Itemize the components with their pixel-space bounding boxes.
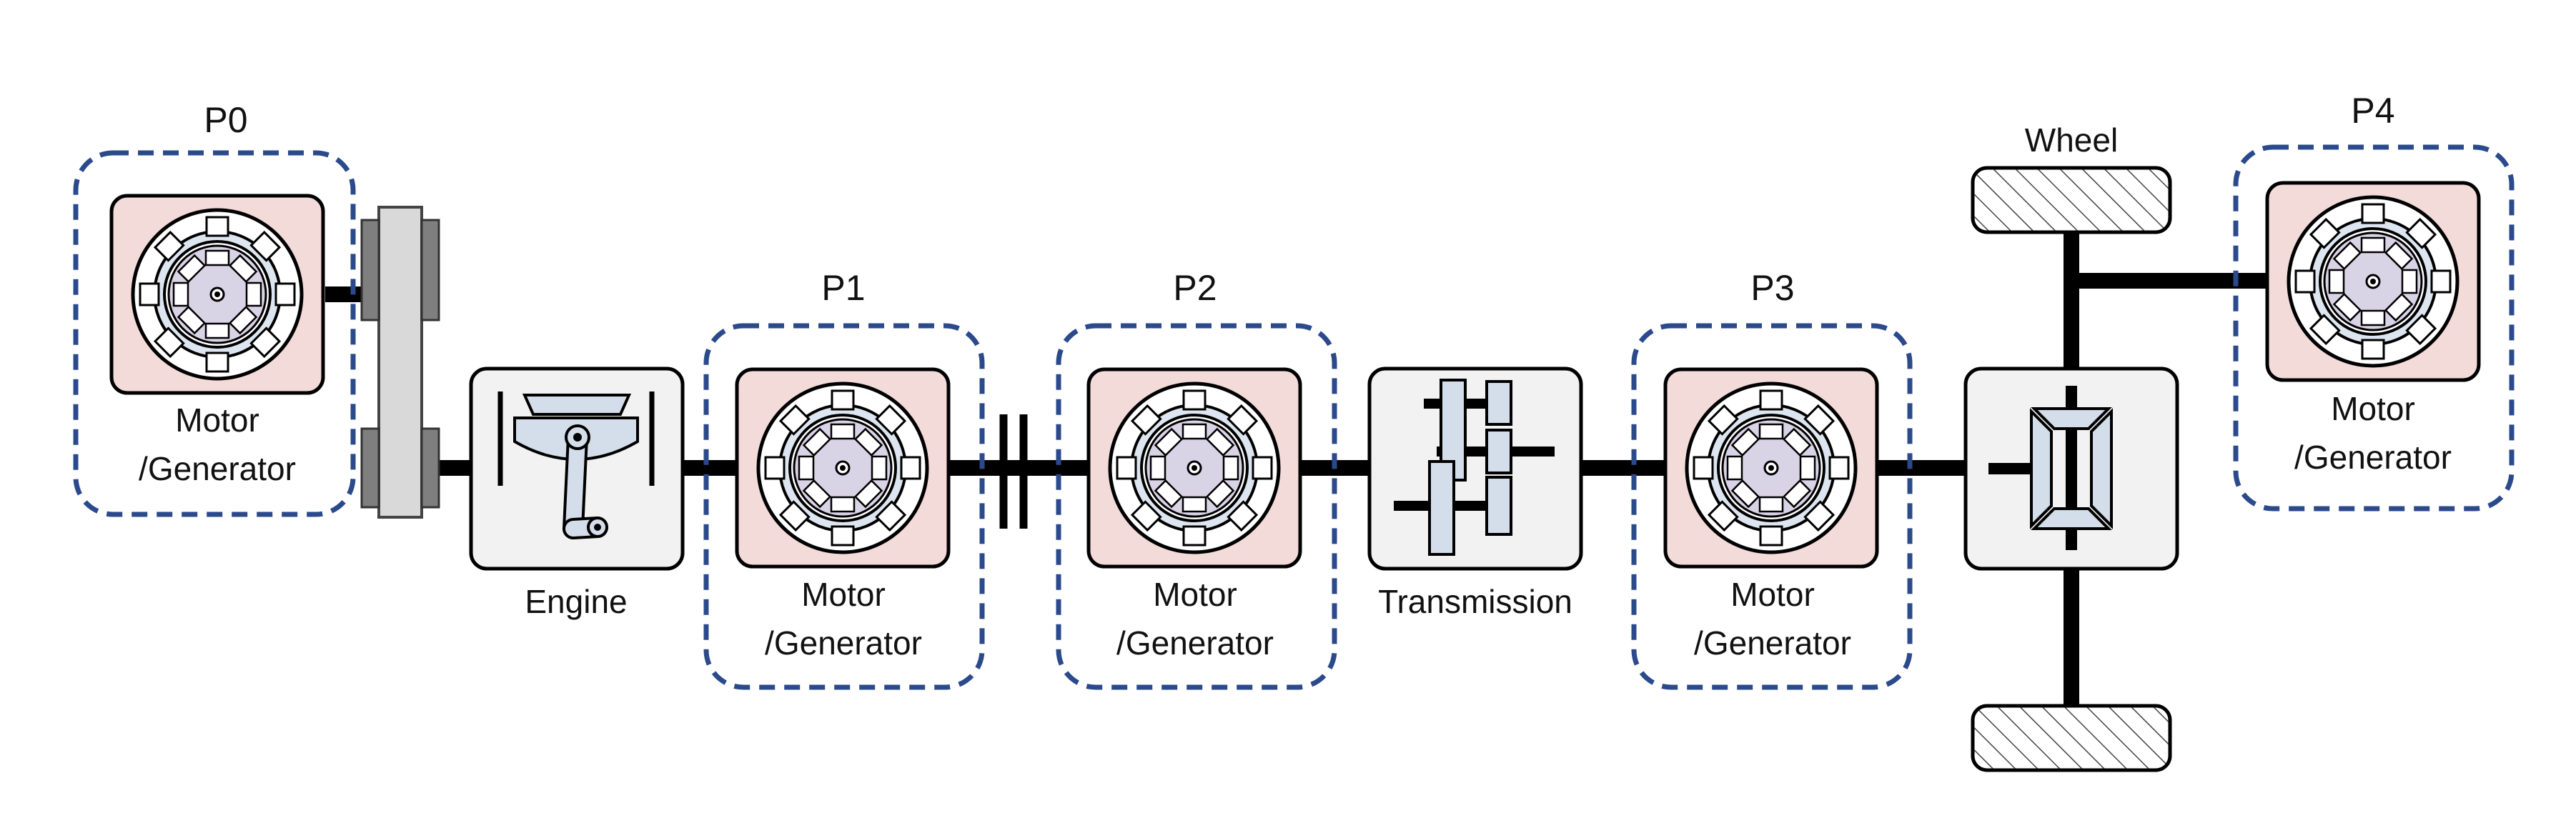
- p4-label: P4: [2351, 91, 2394, 131]
- p3-motor-label-line2: /Generator: [1694, 624, 1851, 662]
- position-frames: [73, 144, 2515, 690]
- transmission-label: Transmission: [1378, 583, 1572, 620]
- engine-label: Engine: [525, 583, 627, 620]
- clutch-icon: [999, 414, 1028, 529]
- p2-motor-label-line1: Motor: [1153, 576, 1237, 613]
- p4-frame: [2233, 144, 2515, 512]
- belt-pulley-icon: [360, 206, 440, 519]
- p0-label: P0: [204, 100, 247, 140]
- p1-motor-label-line1: Motor: [801, 576, 886, 613]
- p4-motor-label-line2: /Generator: [2294, 439, 2452, 476]
- p3-motor-label-line1: Motor: [1730, 576, 1815, 613]
- p4-motor-label-line1: Motor: [2331, 390, 2415, 427]
- transmission-gears-icon: [1367, 366, 1583, 571]
- p4-motor-generator-icon: [2267, 183, 2479, 380]
- p1-frame: [703, 323, 985, 690]
- p3-label: P3: [1750, 268, 1794, 308]
- p2-frame: [1056, 323, 1337, 690]
- labels: P0 P1 P2 P3 P4 Wheel Engine Transmission…: [139, 91, 2452, 662]
- p0-motor-generator-icon: [112, 196, 323, 393]
- p0-frame: [73, 150, 356, 517]
- p3-motor-generator-icon: [1665, 369, 1877, 567]
- p2-label: P2: [1173, 268, 1217, 308]
- p0-motor-label-line2: /Generator: [139, 450, 296, 487]
- p2-motor-label-line2: /Generator: [1116, 624, 1274, 662]
- p1-label: P1: [821, 268, 865, 308]
- wheel-label: Wheel: [2025, 121, 2118, 159]
- wheel-icon: [1971, 166, 2172, 772]
- p1-motor-label-line2: /Generator: [765, 624, 922, 662]
- engine-icon: [469, 366, 685, 571]
- differential-icon: [1963, 366, 2179, 571]
- p3-frame: [1631, 323, 1913, 690]
- p1-motor-generator-icon: [737, 369, 948, 567]
- p2-motor-generator-icon: [1089, 369, 1300, 567]
- p0-motor-label-line1: Motor: [175, 401, 259, 439]
